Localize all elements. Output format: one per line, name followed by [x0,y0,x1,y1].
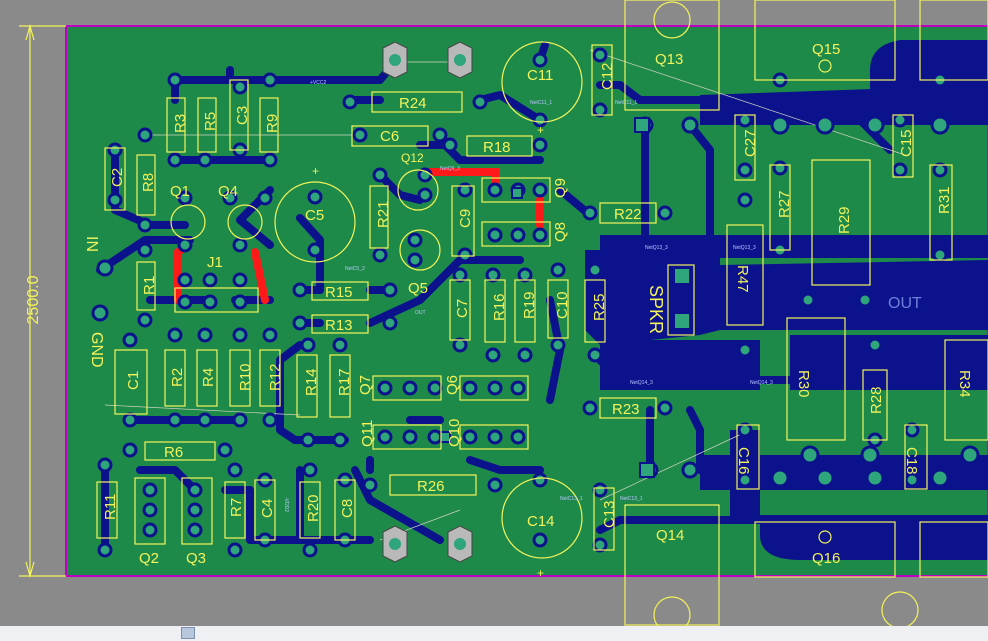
label-r16: R16 [491,293,508,321]
net-label-netc11-1b: NetC11_1 [615,100,637,106]
label-q5: Q5 [408,280,428,297]
label-c11: C11 [527,67,553,84]
label-r30: R30 [795,370,812,398]
label-r21: R21 [375,200,392,228]
net-label-netq14-3: NetQ14_3 [630,380,653,386]
label-r22: R22 [614,206,642,223]
label-r34: R34 [956,370,973,398]
label-r25: R25 [591,293,608,321]
label-c3: C3 [234,106,251,125]
net-label-netc5-2: NetC5_2 [345,266,365,272]
in-label: IN [83,236,100,252]
net-label-vdd2: -VDD2 [283,497,289,512]
label-q14: Q14 [656,527,684,544]
label-r2: R2 [169,368,186,387]
label-c5: C5 [305,207,324,224]
c11-plus-mark: + [537,123,544,137]
label-q7: Q7 [357,375,374,395]
label-q6: Q6 [444,375,461,395]
label-r47: R47 [734,265,751,293]
label-q3: Q3 [186,550,206,567]
label-r28: R28 [868,386,885,414]
net-label-netq14-3b: NetQ14_3 [750,380,773,386]
label-r9: R9 [264,114,281,133]
label-r31: R31 [936,186,953,214]
net-label-netc13-1: NetC13_1 [560,496,583,502]
net-label-vcc2: +VCC2 [310,80,326,86]
label-q15: Q15 [812,41,840,58]
net-label-netc13-1b: NetC13_1 [620,496,643,502]
label-c12: C12 [599,62,616,90]
label-r6: R6 [164,444,183,461]
label-r17: R17 [336,368,353,396]
net-label-out: OUT [415,310,426,316]
c14-plus-mark: + [537,566,544,580]
label-c7: C7 [454,299,471,318]
label-r20: R20 [305,494,322,522]
net-label-netq13-3b: NetQ13_3 [733,245,756,251]
gnd-test-pads [382,41,473,563]
label-r11: R11 [102,494,119,520]
label-r12: R12 [267,363,284,391]
component-labels: R3 R5 C3 R9 R8 C2 Q1 Q4 J1 R1 R2 R4 R10 … [102,41,973,567]
label-c1: C1 [125,371,142,390]
label-q8: Q8 [552,222,569,242]
label-c16: C16 [735,447,752,475]
label-c27: C27 [742,129,759,157]
label-q12: Q12 [401,151,424,165]
label-q1: Q1 [170,183,190,200]
label-r24: R24 [399,95,427,112]
label-r23: R23 [612,401,640,418]
silkscreen-outlines [96,0,988,634]
label-r7: R7 [228,498,245,517]
square-pads [439,117,691,478]
label-q4: Q4 [218,183,238,200]
label-q11: Q11 [359,420,376,447]
gnd-label: GND [88,332,105,368]
label-r27: R27 [776,190,793,218]
label-r19: R19 [521,291,538,319]
spkr-label: SPKR [646,285,666,334]
status-bar [0,626,988,641]
label-r26: R26 [417,478,445,495]
dimension-marker [19,23,66,579]
label-r3: R3 [172,114,189,133]
dimension-label: 2500.0 [25,275,42,324]
label-c8: C8 [339,499,356,518]
label-q16: Q16 [812,550,840,567]
net-labels: +VCC2 NetQ9_3 NetC11_1 NetC11_1 NetC13_1… [283,80,773,512]
label-q9: Q9 [552,178,569,198]
label-c18: C18 [903,447,920,475]
label-c15: C15 [898,129,915,157]
label-c10: C10 [554,291,571,319]
label-c4: C4 [259,499,276,518]
label-c14: C14 [527,513,555,530]
status-bar-icon[interactable] [181,627,195,639]
label-q13: Q13 [655,51,683,68]
label-r1: R1 [141,276,158,295]
net-label-netq13-3: NetQ13_3 [645,245,668,251]
c5-plus-mark: + [312,164,319,178]
net-label-netq9-3: NetQ9_3 [440,166,460,172]
label-r29: R29 [836,206,853,234]
label-r18: R18 [483,139,511,156]
label-c6: C6 [380,128,399,145]
label-r15: R15 [325,284,353,301]
label-r5: R5 [202,112,219,131]
pads [91,47,980,558]
label-c9: C9 [457,209,474,228]
out-label: OUT [888,295,922,312]
label-c13: C13 [601,500,618,528]
label-c2: C2 [109,168,126,187]
label-r13: R13 [325,317,353,334]
net-label-netc11-1: NetC11_1 [530,100,552,106]
label-r4: R4 [200,368,217,387]
label-q2: Q2 [139,550,159,567]
label-j1: J1 [207,254,223,271]
label-q10: Q10 [446,419,463,447]
label-r8: R8 [140,173,157,192]
label-r14: R14 [303,368,320,396]
label-r10: R10 [237,363,254,391]
